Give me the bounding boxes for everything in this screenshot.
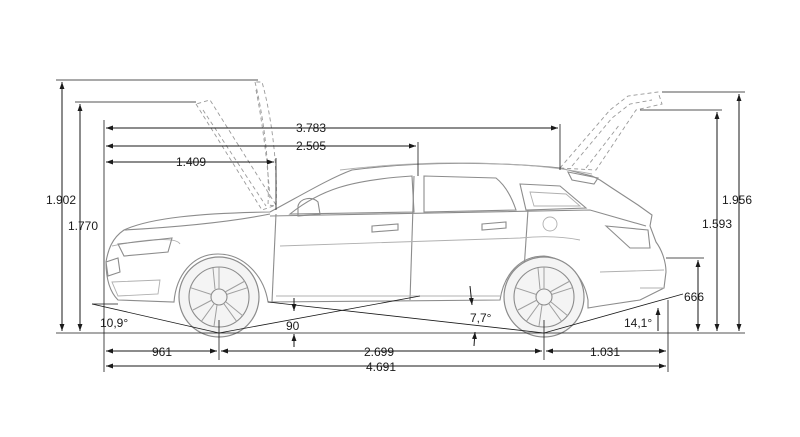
front-wheel [178, 256, 260, 338]
side-mirror [297, 197, 321, 217]
label-height-roof-spoiler: 1.593 [702, 217, 732, 231]
label-approach-angle: 10,9° [100, 316, 128, 330]
label-overall-length: 4.691 [366, 360, 396, 374]
dimension-arrows [59, 82, 742, 369]
departure-angle-line [543, 293, 684, 334]
label-wheelbase: 2.699 [364, 345, 394, 359]
label-height-hood-open: 1.770 [68, 219, 98, 233]
label-load-sill-height: 666 [684, 290, 704, 304]
tail-light [604, 225, 651, 249]
ramp-angle-line-1 [218, 295, 421, 334]
extension-lines [56, 79, 745, 372]
label-length-to-tailgate: 3.783 [296, 121, 326, 135]
roof-spoiler [567, 171, 599, 185]
label-front-to-windscreen: 1.409 [176, 155, 206, 169]
label-total-height-open-front: 1.902 [46, 193, 76, 207]
car-side-view [105, 81, 667, 338]
ramp-angle-line-2 [267, 301, 545, 334]
label-height-tailgate-open: 1.956 [722, 193, 752, 207]
label-ground-clearance: 90 [286, 319, 300, 333]
label-ramp-angle: 7,7° [470, 311, 492, 325]
label-rear-overhang: 1.031 [590, 345, 620, 359]
ground-and-angle-lines [56, 293, 745, 334]
approach-angle-line [91, 303, 220, 334]
label-length-to-b-pillar: 2.505 [296, 139, 326, 153]
body-outline [105, 162, 667, 309]
open-tailgate-outline [559, 91, 663, 171]
open-hood-outline [195, 99, 277, 211]
label-departure-angle: 14,1° [624, 316, 652, 330]
label-front-overhang: 961 [152, 345, 172, 359]
dimension-labels: 1.902 1.770 3.783 2.505 1.409 1.956 1.59… [46, 121, 752, 374]
side-windows [288, 175, 415, 215]
